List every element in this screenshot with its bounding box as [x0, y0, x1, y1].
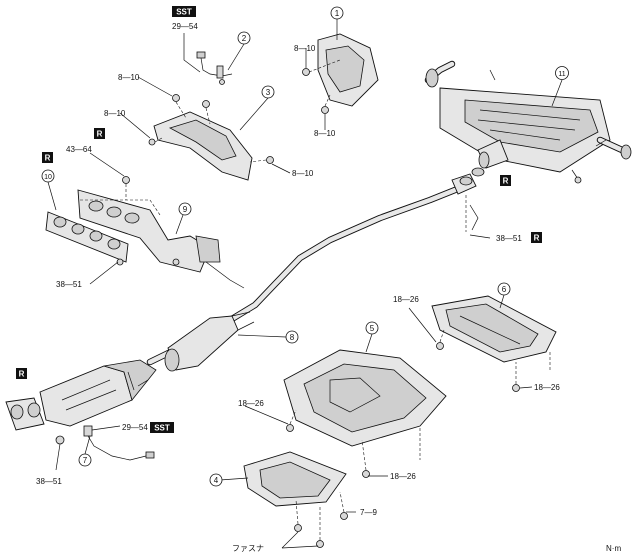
- replace-tag-5: R: [16, 368, 27, 379]
- part-number-5: 5: [365, 321, 379, 335]
- under-cover-4: [243, 451, 348, 548]
- part-number-3: 3: [261, 85, 275, 99]
- torque-18-26-cover5-left: 18—26: [238, 399, 264, 408]
- torque-8-10-shield-side: 8—10: [292, 169, 314, 178]
- torque-38-51-manifold: 38—51: [56, 280, 82, 289]
- replace-tag-4: R: [531, 232, 542, 243]
- torque-18-26-cover6-top: 18—26: [393, 295, 419, 304]
- torque-43-64: 43—64: [66, 145, 92, 154]
- part-number-11-text: 11: [558, 71, 565, 78]
- torque-38-51-front: 38—51: [36, 477, 62, 486]
- torque-8-10-shield-top: 8—10: [294, 44, 316, 53]
- torque-7-9: 7—9: [360, 508, 377, 517]
- replace-tag-1: R: [94, 128, 105, 139]
- part-number-1: 1: [330, 6, 344, 20]
- part-number-5-text: 5: [370, 324, 375, 333]
- unit-label: N·m: [606, 544, 621, 553]
- sst-tag-bottom: SST: [150, 422, 174, 433]
- part-number-1-text: 1: [335, 9, 340, 18]
- part-number-9-text: 9: [183, 205, 188, 214]
- torque-8-10-shield-bottom: 8—10: [314, 129, 336, 138]
- replace-tag-5-text: R: [19, 370, 25, 379]
- oxygen-sensor-2: [196, 51, 233, 85]
- heat-shield-3: [148, 94, 274, 181]
- under-cover-5: [283, 349, 447, 478]
- exhaust-pipe: [146, 173, 479, 372]
- part-number-2: 2: [237, 31, 251, 45]
- part-number-10: 10: [41, 169, 55, 183]
- heat-shield-1: [302, 33, 379, 114]
- replace-tag-3: R: [500, 175, 511, 186]
- sst-tag-bottom-text: SST: [154, 424, 170, 433]
- replace-tag-4-text: R: [534, 234, 540, 243]
- replace-tag-1-text: R: [97, 130, 103, 139]
- under-cover-6: [431, 295, 557, 392]
- fastener-label: ファスナ: [232, 544, 264, 553]
- part-number-4-text: 4: [214, 476, 219, 485]
- front-pipe-catalyst: [5, 359, 157, 461]
- manifold-gasket: [45, 211, 129, 263]
- sst-tag-top-text: SST: [176, 8, 192, 17]
- part-number-11: 11: [555, 66, 569, 80]
- part-number-10-text: 10: [44, 174, 52, 181]
- part-number-9: 9: [178, 202, 192, 216]
- sst-tag-top: SST: [172, 6, 196, 17]
- torque-29-54-bottom: 29—54: [122, 423, 148, 432]
- leader-lines: [47, 19, 563, 549]
- part-number-2-text: 2: [242, 34, 247, 43]
- replace-tag-2-text: R: [45, 154, 51, 163]
- torque-38-51-pipe: 38—51: [496, 234, 522, 243]
- exhaust-manifold: [77, 176, 245, 289]
- part-number-3-text: 3: [266, 88, 271, 97]
- replace-tag-2: R: [42, 152, 53, 163]
- replace-tag-3-text: R: [503, 177, 509, 186]
- part-number-6-text: 6: [502, 285, 507, 294]
- torque-18-26-cover6-bottom: 18—26: [534, 383, 560, 392]
- part-number-8: 8: [285, 330, 299, 344]
- torque-8-10-manifold-lower: 8—10: [104, 109, 126, 118]
- rear-muffler: [424, 60, 632, 184]
- torque-8-10-manifold-upper: 8—10: [118, 73, 140, 82]
- part-number-4: 4: [209, 473, 223, 487]
- torque-29-54-top: 29—54: [172, 22, 198, 31]
- part-number-7: 7: [78, 453, 92, 467]
- part-number-8-text: 8: [290, 333, 295, 342]
- part-number-7-text: 7: [83, 456, 88, 465]
- part-number-6: 6: [497, 282, 511, 296]
- torque-18-26-cover5-bottom: 18—26: [390, 472, 416, 481]
